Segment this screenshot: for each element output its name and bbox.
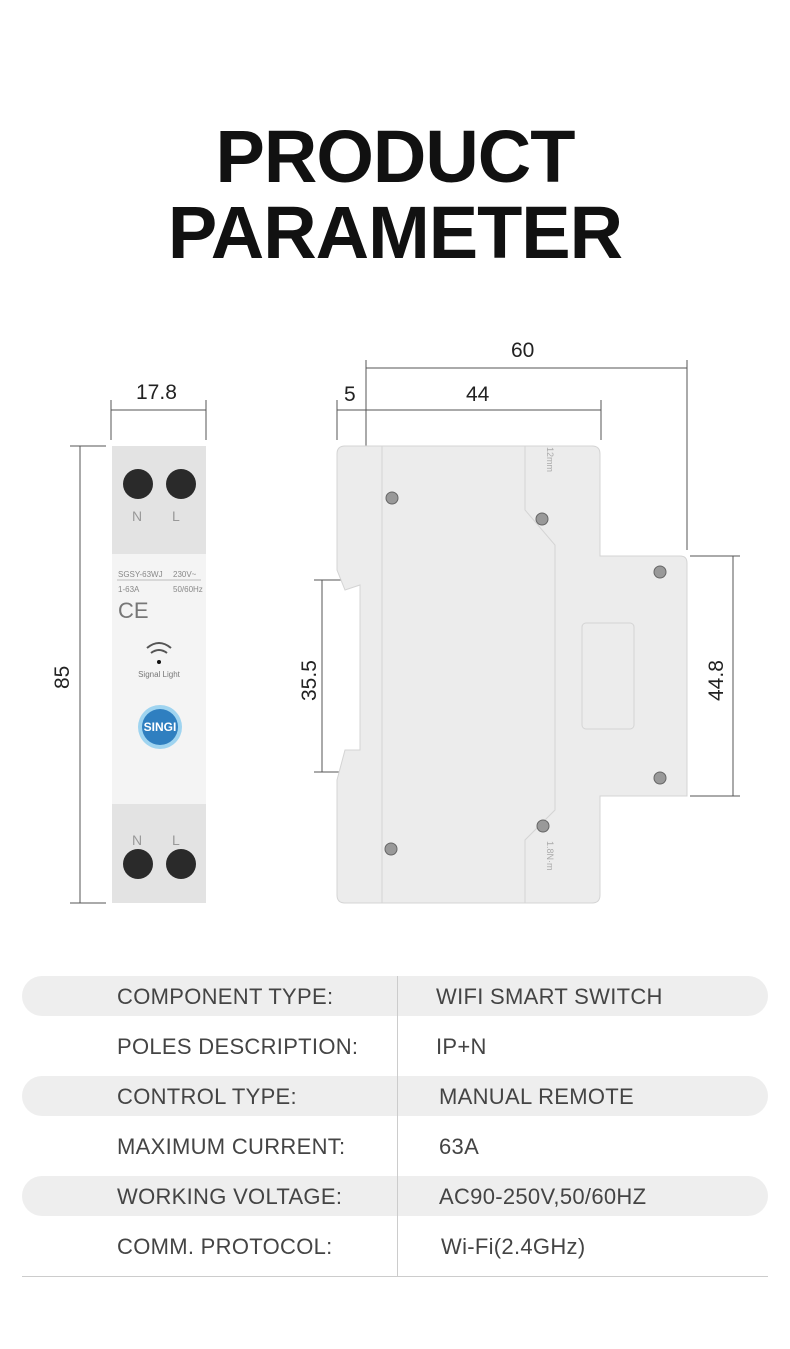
terminal-l-bottom: L [172,832,180,848]
spec-label: CONTROL TYPE: [117,1084,297,1109]
spec-label: COMM. PROTOCOL: [117,1234,333,1259]
spec-label: MAXIMUM CURRENT: [117,1134,346,1159]
side-label-top: 12mm [545,447,555,473]
dim-body-depth: 44 [466,383,490,406]
device-model: SGSY-63WJ [118,570,163,579]
dim-offset: 5 [344,383,356,406]
spec-value: WIFI SMART SWITCH [436,984,663,1009]
dimension-drawing [70,360,740,904]
dim-rail: 35.5 [298,660,321,701]
terminal-n-top: N [132,508,143,524]
device-current: 1-63A [118,585,140,594]
signal-light-label: Signal Light [138,670,180,679]
side-view-device [336,445,688,904]
dim-height: 85 [51,665,74,689]
spec-label: COMPONENT TYPE: [117,984,334,1009]
device-voltage: 230V~ [173,570,197,579]
spec-value: AC90-250V,50/60HZ [439,1184,647,1209]
brand-logo: SINGI [143,720,177,734]
title-line2: PARAMETER [167,191,623,274]
front-view-device [112,446,206,903]
spec-value: Wi-Fi(2.4GHz) [441,1234,586,1259]
spec-label: POLES DESCRIPTION: [117,1034,359,1059]
spec-value: 63A [439,1134,480,1159]
terminal-n-bottom: N [132,832,143,848]
terminal-l-top: L [172,508,180,524]
device-freq: 50/60Hz [173,585,203,594]
spec-value: MANUAL REMOTE [439,1084,634,1109]
side-label-bottom: 1.8N·m [545,841,555,871]
title-line1: PRODUCT [215,115,576,198]
dim-width: 17.8 [136,381,177,404]
dim-total-depth: 60 [511,339,535,362]
dim-front-height: 44.8 [705,660,728,701]
ce-mark: CE [118,598,149,623]
spec-value: IP+N [436,1034,487,1059]
spec-label: WORKING VOLTAGE: [117,1184,343,1209]
